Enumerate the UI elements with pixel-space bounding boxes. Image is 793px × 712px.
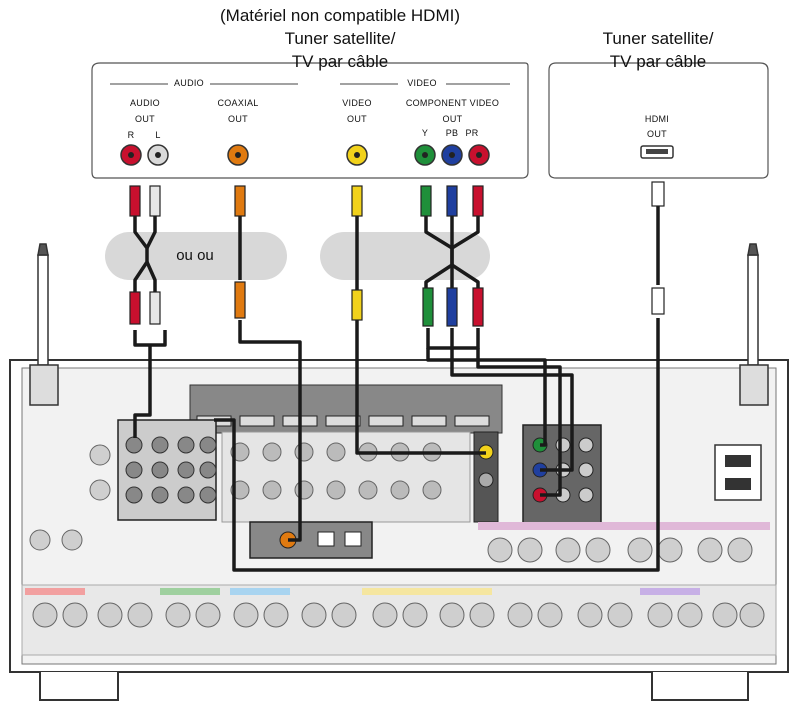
coaxial-label2: OUT <box>228 114 248 124</box>
plugs <box>129 181 665 327</box>
video-group-label: VIDEO <box>407 78 437 88</box>
hdmi-label2: OUT <box>647 129 667 139</box>
component-pr-label: PR <box>465 128 479 138</box>
right-device-line1: Tuner satellite/ <box>602 29 714 48</box>
coaxial-label1: COAXIAL <box>217 98 259 108</box>
video-out-label2: OUT <box>347 114 367 124</box>
jack-video <box>346 144 368 166</box>
hdmi-out-port <box>640 145 674 159</box>
jack-component-y <box>414 144 436 166</box>
component-video-label2: OUT <box>442 114 463 124</box>
component-pb-label: PB <box>445 128 459 138</box>
right-channel-label: R <box>127 130 135 140</box>
cables <box>133 205 660 572</box>
jack-component-pb <box>441 144 463 166</box>
audio-out-label2: OUT <box>135 114 155 124</box>
left-channel-label: L <box>155 130 161 140</box>
video-out-label1: VIDEO <box>342 98 372 108</box>
audio-out-label1: AUDIO <box>129 98 160 108</box>
av-receiver-rear-panel <box>9 243 789 701</box>
component-video-label1: COMPONENT VIDEO <box>405 98 500 108</box>
right-device-line2: TV par câble <box>609 52 707 71</box>
jack-audio-r <box>120 144 142 166</box>
right-device-box <box>548 62 769 179</box>
component-y-label: Y <box>421 128 429 138</box>
jack-coaxial <box>227 144 249 166</box>
jack-audio-l <box>147 144 169 166</box>
jack-component-pr <box>468 144 490 166</box>
left-note: (Matériel non compatible HDMI) <box>220 6 460 25</box>
audio-group-label: AUDIO <box>173 78 204 88</box>
hdmi-label1: HDMI <box>644 114 670 124</box>
left-device-line1: Tuner satellite/ <box>284 29 396 48</box>
left-device-line2: TV par câble <box>291 52 389 71</box>
options-label: ou ou <box>176 247 214 264</box>
